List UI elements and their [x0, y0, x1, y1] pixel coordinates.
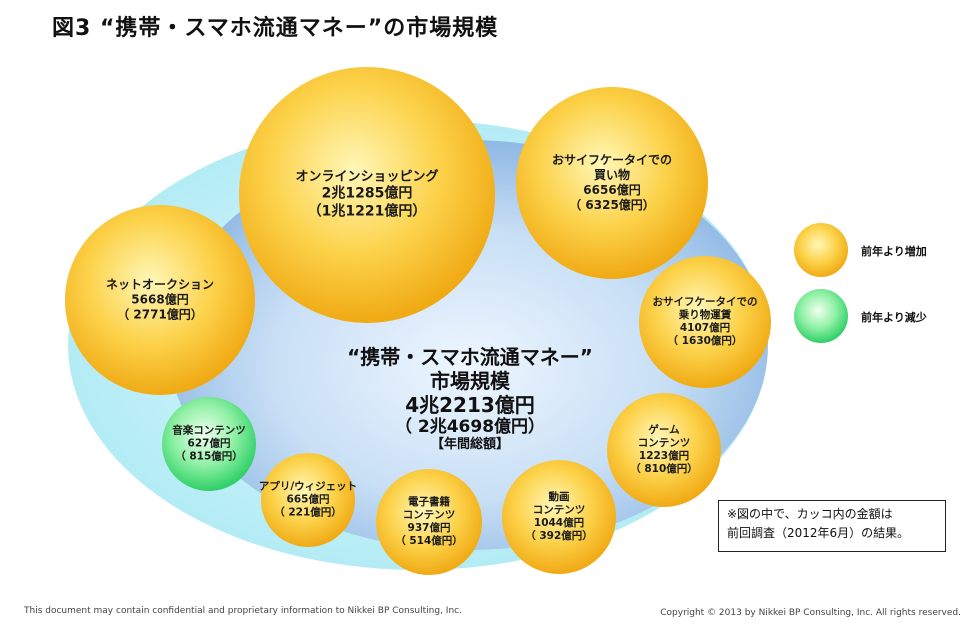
bubble-game [607, 393, 721, 507]
legend-decrease-label: 前年より減少 [861, 311, 927, 324]
bubble-prev-value: （1兆1221億円） [307, 203, 427, 220]
bubble-name: コンテンツ [637, 436, 691, 449]
bubble-prev-value: （ 6325億円） [569, 198, 655, 212]
bubble-value: 665億円 [286, 493, 330, 506]
bubble-online-shopping [239, 67, 495, 323]
footnote-box: ※図の中で、カッコ内の金額は 前回調査（2012年6月）の結果。 [718, 500, 946, 552]
bubble-value: 2兆1285億円 [321, 185, 413, 202]
bubble-prev-value: （ 514億円） [395, 535, 463, 548]
legend-increase-swatch [794, 223, 848, 277]
bubble-value: 1223億円 [638, 450, 690, 462]
footer-disclaimer: This document may contain confidential a… [24, 606, 462, 616]
bubble-name: 買い物 [593, 168, 631, 182]
bubble-value: 4107億円 [679, 322, 731, 334]
bubble-name: コンテンツ [532, 503, 586, 516]
bubble-value: 6656億円 [583, 183, 641, 197]
bubble-name: ゲーム [648, 423, 680, 436]
market-total-value: 4兆2213億円 [405, 393, 535, 417]
bubble-name: オンラインショッピング [295, 169, 439, 185]
bubble-osaifu-transit [639, 256, 771, 388]
bubble-name: おサイフケータイでの [652, 295, 758, 308]
market-total: “携帯・スマホ流通マネー” 市場規模 4兆2213億円 （ 2兆4698億円） … [347, 345, 593, 453]
bubble-music [162, 397, 256, 491]
bubble-prev-value: （ 392億円） [525, 530, 593, 543]
bubble-value: 5668億円 [131, 292, 189, 307]
bubble-name: おサイフケータイでの [551, 153, 673, 167]
market-total-prev-value: （ 2兆4698億円） [394, 417, 546, 437]
bubble-name: 乗り物運賃 [678, 308, 732, 321]
bubble-prev-value: （ 815億円） [175, 450, 243, 463]
footnote-line-2: 前回調査（2012年6月）の結果。 [727, 525, 910, 540]
bubble-value: 1044億円 [533, 517, 585, 529]
bubble-prev-value: （ 2771億円） [117, 307, 203, 322]
bubble-value: 937億円 [407, 522, 451, 534]
bubble-ebook [376, 469, 482, 575]
bubble-name: 音楽コンテンツ [172, 424, 246, 437]
page-title: 図3 “携帯・スマホ流通マネー”の市場規模 [52, 16, 499, 41]
market-total-heading: “携帯・スマホ流通マネー” [347, 345, 593, 369]
legend-increase-label: 前年より増加 [861, 245, 927, 258]
bubble-video [502, 460, 616, 574]
market-total-subheading: 市場規模 [429, 369, 510, 393]
footnote-line-1: ※図の中で、カッコ内の金額は [727, 507, 893, 521]
bubble-name: コンテンツ [402, 508, 456, 521]
market-total-period: 【年間総額】 [430, 437, 510, 453]
bubble-prev-value: （ 221億円） [274, 506, 342, 519]
bubble-value: 627億円 [187, 437, 231, 450]
legend-decrease-swatch [794, 289, 848, 343]
bubble-prev-value: （ 1630億円） [667, 335, 743, 348]
bubble-name: 動画 [548, 490, 570, 503]
bubble-prev-value: （ 810億円） [630, 463, 698, 476]
bubble-name: アプリ/ウィジェット [258, 480, 358, 493]
bubble-name: ネットオークション [105, 277, 215, 292]
bubble-osaifu-shopping [516, 87, 708, 279]
bubble-net-auction [65, 205, 255, 395]
bubble-app-widget [261, 453, 355, 547]
bubble-name: 電子書籍 [407, 495, 450, 508]
footer-copyright: Copyright © 2013 by Nikkei BP Consulting… [660, 608, 961, 618]
